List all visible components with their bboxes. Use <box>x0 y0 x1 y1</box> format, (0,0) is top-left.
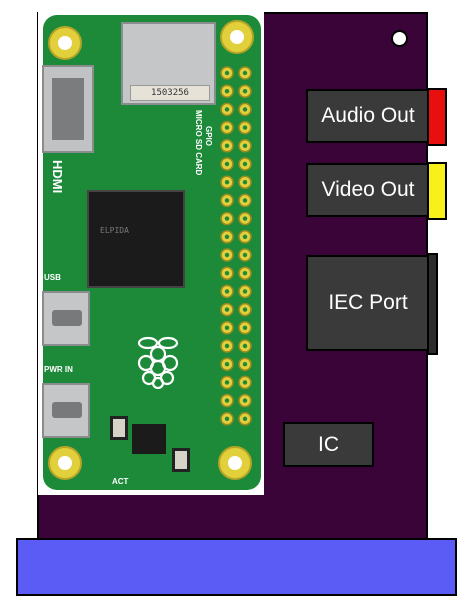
gpio-pin-hole <box>224 252 230 258</box>
sd-card-label: 1503256 <box>130 85 210 101</box>
micro-usb-port <box>42 291 90 346</box>
soc-chip <box>87 190 185 288</box>
mounting-hole <box>391 30 408 47</box>
gpio-pin-hole <box>224 307 230 312</box>
gpio-pin-hole <box>242 343 248 349</box>
gpio-pin-hole <box>224 398 230 403</box>
gpio-pin-hole <box>224 416 230 421</box>
gpio-pin-hole <box>242 380 248 385</box>
video-jack <box>427 162 447 220</box>
gpio-pin-hole <box>242 143 248 148</box>
gpio-pin-hole <box>242 325 248 330</box>
gpio-pin-hole <box>242 398 248 403</box>
audio-out-block: Audio Out <box>306 89 430 143</box>
usb-silkscreen: USB <box>44 273 61 282</box>
capacitor <box>110 416 128 440</box>
gpio-pin-hole <box>224 143 230 148</box>
gpio-pin-hole <box>224 125 230 130</box>
pi-mount-hole-top-left <box>48 26 82 60</box>
gpio-pin-hole <box>224 70 230 76</box>
iec-port-connector <box>427 253 438 355</box>
pi-mount-hole-bottom-right <box>218 446 252 480</box>
ic-label: IC <box>318 432 339 456</box>
hdmi-silkscreen: HDMI <box>50 160 65 194</box>
video-out-label: Video Out <box>321 178 415 201</box>
gpio-pin-hole <box>242 362 248 367</box>
gpio-silkscreen: GPIO <box>204 126 213 147</box>
act-silkscreen: ACT <box>112 477 129 486</box>
gpio-pin-hole <box>242 89 248 94</box>
gpio-pin-hole <box>224 234 230 239</box>
ic-block: IC <box>283 422 374 467</box>
gpio-pin-hole <box>224 343 230 349</box>
pi-mount-hole-bottom-left <box>48 446 82 480</box>
gpio-pin-hole <box>242 180 248 185</box>
gpio-pin-hole <box>242 252 248 258</box>
gpio-pin-hole <box>242 307 248 312</box>
gpio-pin-hole <box>242 198 248 203</box>
soc-chip-label: ELPIDA <box>100 226 129 235</box>
micro-sd-silkscreen: MICRO SD CARD <box>194 110 203 176</box>
gpio-pin-hole <box>242 216 248 221</box>
pi-mount-hole-top-right <box>220 20 254 54</box>
iec-port-block: IEC Port <box>306 255 430 351</box>
regulator-chip <box>132 424 166 454</box>
gpio-pin-hole <box>242 161 248 167</box>
gpio-pin-hole <box>242 416 248 421</box>
gpio-pin-hole <box>224 289 230 294</box>
audio-out-label: Audio Out <box>321 104 415 127</box>
raspberry-pi-logo <box>137 336 179 389</box>
gpio-pin-hole <box>224 198 230 203</box>
gpio-pin-hole <box>242 107 248 112</box>
power-usb-port <box>42 383 90 438</box>
gpio-pin-hole <box>224 271 230 276</box>
gpio-pin-hole <box>224 161 230 167</box>
gpio-pin-hole <box>242 70 248 76</box>
gpio-pin-hole <box>224 89 230 94</box>
gpio-pin-hole <box>224 325 230 330</box>
gpio-pin-hole <box>224 107 230 112</box>
gpio-pin-hole <box>224 380 230 385</box>
gpio-pin-hole <box>242 125 248 130</box>
gpio-pin-hole <box>224 216 230 221</box>
gpio-pin-hole <box>242 234 248 239</box>
video-out-block: Video Out <box>306 163 430 217</box>
edge-connector <box>16 538 457 596</box>
pwr-in-silkscreen: PWR IN <box>44 365 73 374</box>
hdmi-port-opening <box>52 78 84 140</box>
iec-port-label: IEC Port <box>328 291 408 314</box>
gpio-pin-hole <box>242 289 248 294</box>
gpio-pin-hole <box>224 180 230 185</box>
gpio-header <box>220 66 252 426</box>
capacitor <box>172 448 190 472</box>
gpio-pin-hole <box>224 362 230 367</box>
gpio-pin-hole <box>242 271 248 276</box>
audio-jack <box>427 88 447 146</box>
